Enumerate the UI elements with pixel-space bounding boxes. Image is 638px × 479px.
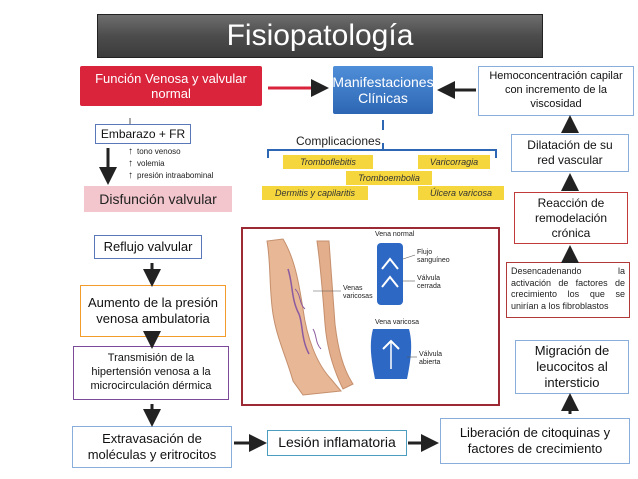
tag-tromboflebitis: Tromboflebitis: [283, 155, 373, 169]
factor-tono-label: tono venoso: [137, 147, 181, 156]
label-flujo: Flujo sanguíneo: [417, 249, 450, 264]
factor-volemia-label: volemia: [137, 159, 165, 168]
label-vena-varicosa: Vena varicosa: [375, 319, 419, 326]
factor-presion: ↑ presión intraabominal: [128, 170, 214, 181]
liberacion-box: Liberación de citoquinas y factores de c…: [440, 418, 630, 464]
label-venas-varicosas: Venas varicosas: [343, 285, 373, 300]
factor-presion-label: presión intraabominal: [137, 171, 214, 180]
label-valvula-cerrada: Válvula cerrada: [417, 275, 441, 290]
tag-varicorragia: Varicorragia: [418, 155, 490, 169]
up-arrow-icon: ↑: [128, 158, 133, 169]
desencadenando-box: Desencadenando la activación de factores…: [506, 262, 630, 318]
up-arrow-icon: ↑: [128, 146, 133, 157]
embarazo-box: Embarazo + FR: [95, 124, 191, 144]
hemoconcentracion-box: Hemoconcentración capilar con incremento…: [478, 66, 634, 116]
label-vena-normal: Vena normal: [375, 231, 415, 238]
factor-tono: ↑ tono venoso: [128, 146, 181, 157]
extravasacion-box: Extravasación de moléculas y eritrocitos: [72, 426, 232, 468]
reflujo-box: Reflujo valvular: [94, 235, 202, 259]
page-title: Fisiopatología: [97, 14, 543, 58]
complicaciones-label: Complicaciones: [296, 134, 381, 148]
disfuncion-box: Disfunción valvular: [84, 186, 232, 212]
reaccion-box: Reacción de remodelación crónica: [514, 192, 628, 244]
tag-dermitis: Dermitis y capilaritis: [262, 186, 368, 200]
leg-and-vein-drawing: [266, 238, 417, 396]
tag-tromboembolia: Tromboembolia: [346, 171, 432, 185]
lesion-box: Lesión inflamatoria: [267, 430, 407, 456]
dilatacion-box: Dilatación de su red vascular: [511, 134, 629, 172]
aumento-box: Aumento de la presión venosa ambulatoria: [80, 285, 226, 337]
label-valvula-abierta: Válvula abierta: [419, 351, 442, 366]
manifestaciones-box: Manifestaciones Clínicas: [332, 66, 434, 114]
funcion-normal-box: Función Venosa y valvular normal: [80, 66, 262, 106]
varicose-illustration: Vena normal Flujo sanguíneo Válvula cerr…: [241, 227, 500, 406]
factor-volemia: ↑ volemia: [128, 158, 165, 169]
transmision-box: Transmisión de la hipertensión venosa a …: [73, 346, 229, 400]
tag-ulcera: Úlcera varicosa: [418, 186, 504, 200]
up-arrow-icon: ↑: [128, 170, 133, 181]
